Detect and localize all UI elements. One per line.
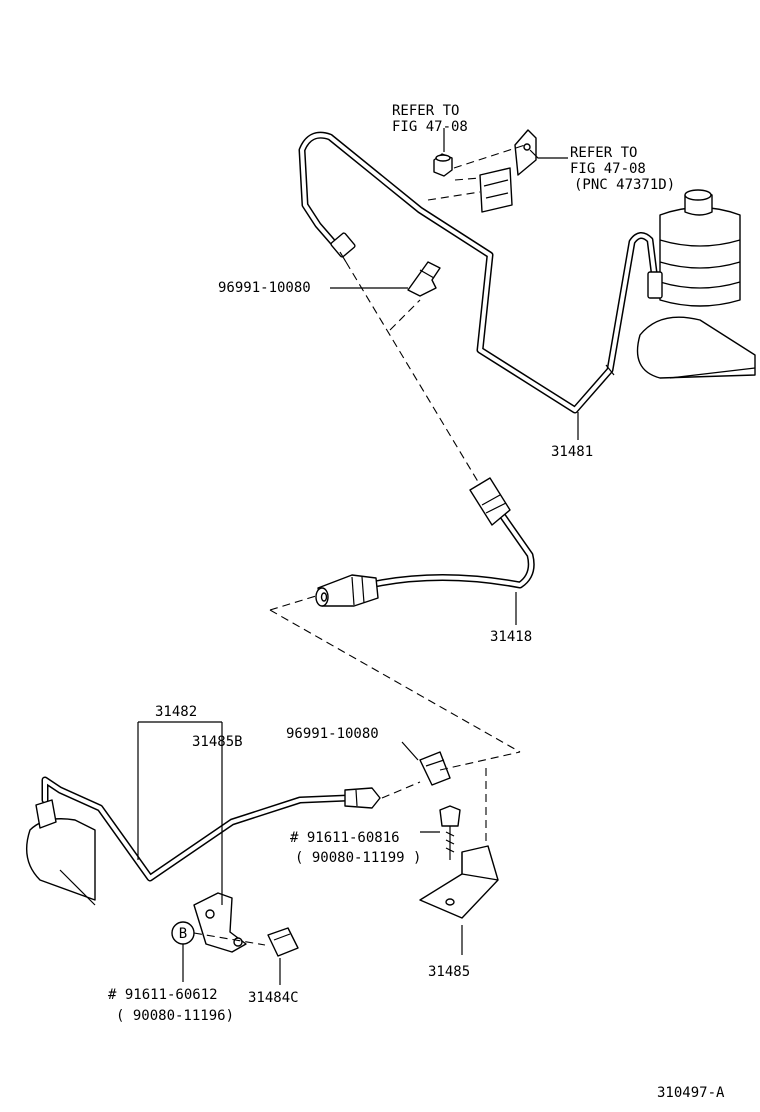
refer-right-line3: (PNC 47371D) (574, 177, 675, 193)
label-31484c: 31484C (248, 990, 299, 1006)
label-clip-lower: 96991-10080 (286, 726, 379, 742)
hose-31418 (315, 477, 535, 607)
pipe-31482 (35, 776, 381, 882)
refer-right-line1: REFER TO (570, 145, 637, 161)
label-bolt-right-line2: ( 90080-11199 ) (295, 850, 421, 866)
label-31485: 31485 (428, 964, 470, 980)
label-31481: 31481 (551, 444, 593, 460)
label-bolt-left-line1: # 91611-60612 (108, 987, 218, 1003)
clip-upper (407, 261, 441, 297)
master-cylinder (636, 189, 756, 379)
figure-code: 310497-A (657, 1085, 725, 1101)
label-bolt-right-line1: # 91611-60816 (290, 830, 400, 846)
label-bolt-left-line2: ( 90080-11196) (116, 1008, 234, 1024)
refer-top-line1: REFER TO (392, 103, 459, 119)
callout-b-letter: B (179, 926, 187, 942)
label-31485b: 31485B (192, 734, 243, 750)
callout-b: B (171, 921, 195, 945)
nut-and-bracket (433, 129, 537, 213)
bracket-31485 (419, 845, 499, 919)
label-clip-upper: 96991-10080 (218, 280, 311, 296)
label-31482: 31482 (155, 704, 197, 720)
wheel-housing (26, 818, 96, 906)
label-31418: 31418 (490, 629, 532, 645)
pipe-31481 (298, 131, 663, 414)
clip-lower (419, 751, 451, 786)
refer-right-line2: FIG 47-08 (570, 161, 646, 177)
clip-31484c (267, 927, 299, 957)
bracket-31485b (193, 892, 247, 953)
refer-top-line2: FIG 47-08 (392, 119, 468, 135)
bolt-right (439, 805, 461, 860)
